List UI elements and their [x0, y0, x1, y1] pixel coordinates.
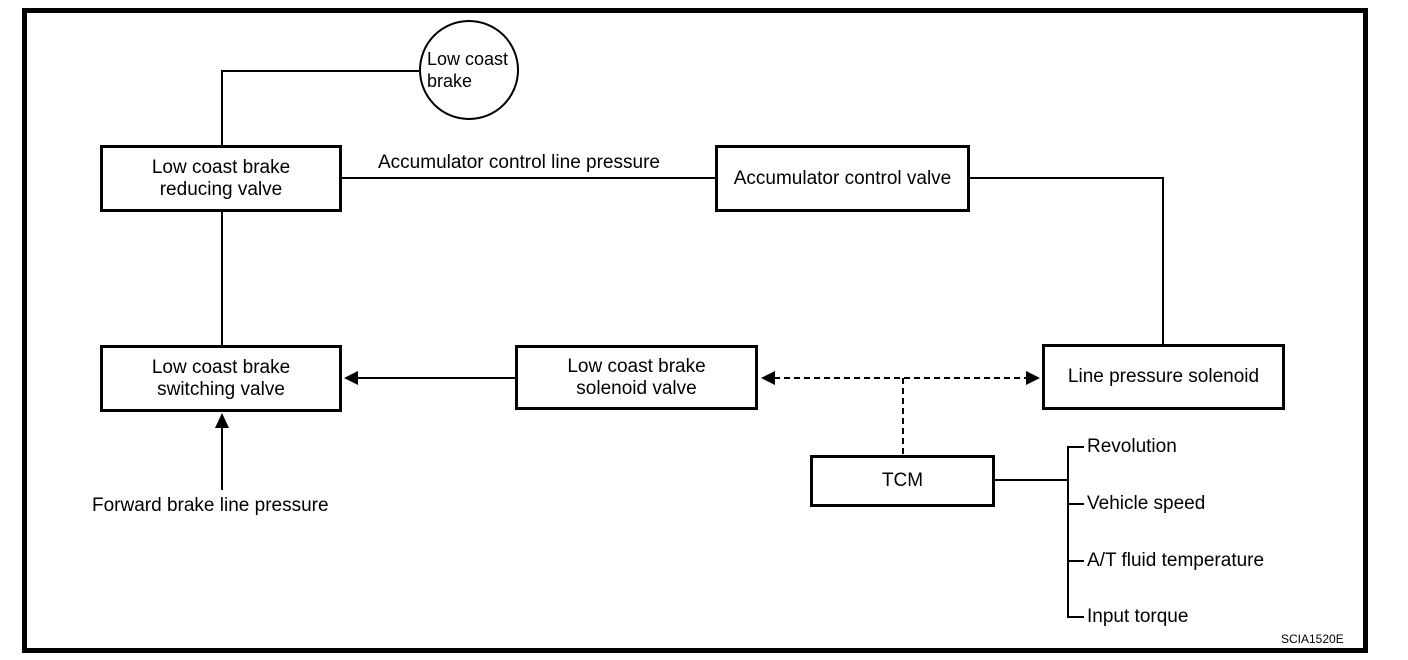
node-tcm-label: TCM — [881, 470, 924, 491]
label-tcm-input-vehicle-speed: Vehicle speed — [1087, 493, 1206, 514]
node-low-coast-brake-label: Low coast brake — [427, 49, 509, 91]
label-tcm-input-fluid-temperature: A/T fluid temperature — [1087, 550, 1265, 571]
node-switching-valve-label: Low coast brake switching valve — [151, 356, 291, 400]
connector-circle-to-reducing-valve — [221, 70, 419, 145]
node-switching-valve: Low coast brake switching valve — [100, 345, 342, 412]
connector-accumulator-to-line-pressure-solenoid — [970, 177, 1164, 344]
arrowhead-dashed-left — [761, 371, 775, 385]
node-line-pressure-solenoid-label: Line pressure solenoid — [1067, 366, 1260, 387]
node-tcm: TCM — [810, 455, 995, 507]
node-solenoid-valve: Low coast brake solenoid valve — [515, 345, 758, 410]
tcm-input-bus — [1067, 446, 1084, 618]
arrowhead-dashed-right — [1026, 371, 1040, 385]
arrowhead-left-solid — [344, 371, 358, 385]
node-solenoid-valve-label: Low coast brake solenoid valve — [567, 355, 706, 399]
figure-code: SCIA1520E — [1281, 632, 1344, 646]
arrowhead-up-solid — [215, 413, 229, 428]
node-low-coast-brake: Low coast brake — [419, 20, 519, 120]
label-tcm-input-revolution: Revolution — [1087, 436, 1177, 457]
label-tcm-input-input-torque: Input torque — [1087, 606, 1189, 627]
label-accumulator-control-line-pressure: Accumulator control line pressure — [378, 152, 660, 173]
node-accumulator-control-valve: Accumulator control valve — [715, 145, 970, 212]
node-line-pressure-solenoid: Line pressure solenoid — [1042, 344, 1285, 410]
node-reducing-valve: Low coast brake reducing valve — [100, 145, 342, 212]
diagram-border-frame — [22, 8, 1368, 653]
label-forward-brake-line-pressure: Forward brake line pressure — [92, 495, 329, 516]
node-reducing-valve-label: Low coast brake reducing valve — [151, 156, 291, 200]
node-accumulator-control-valve-label: Accumulator control valve — [733, 167, 952, 189]
